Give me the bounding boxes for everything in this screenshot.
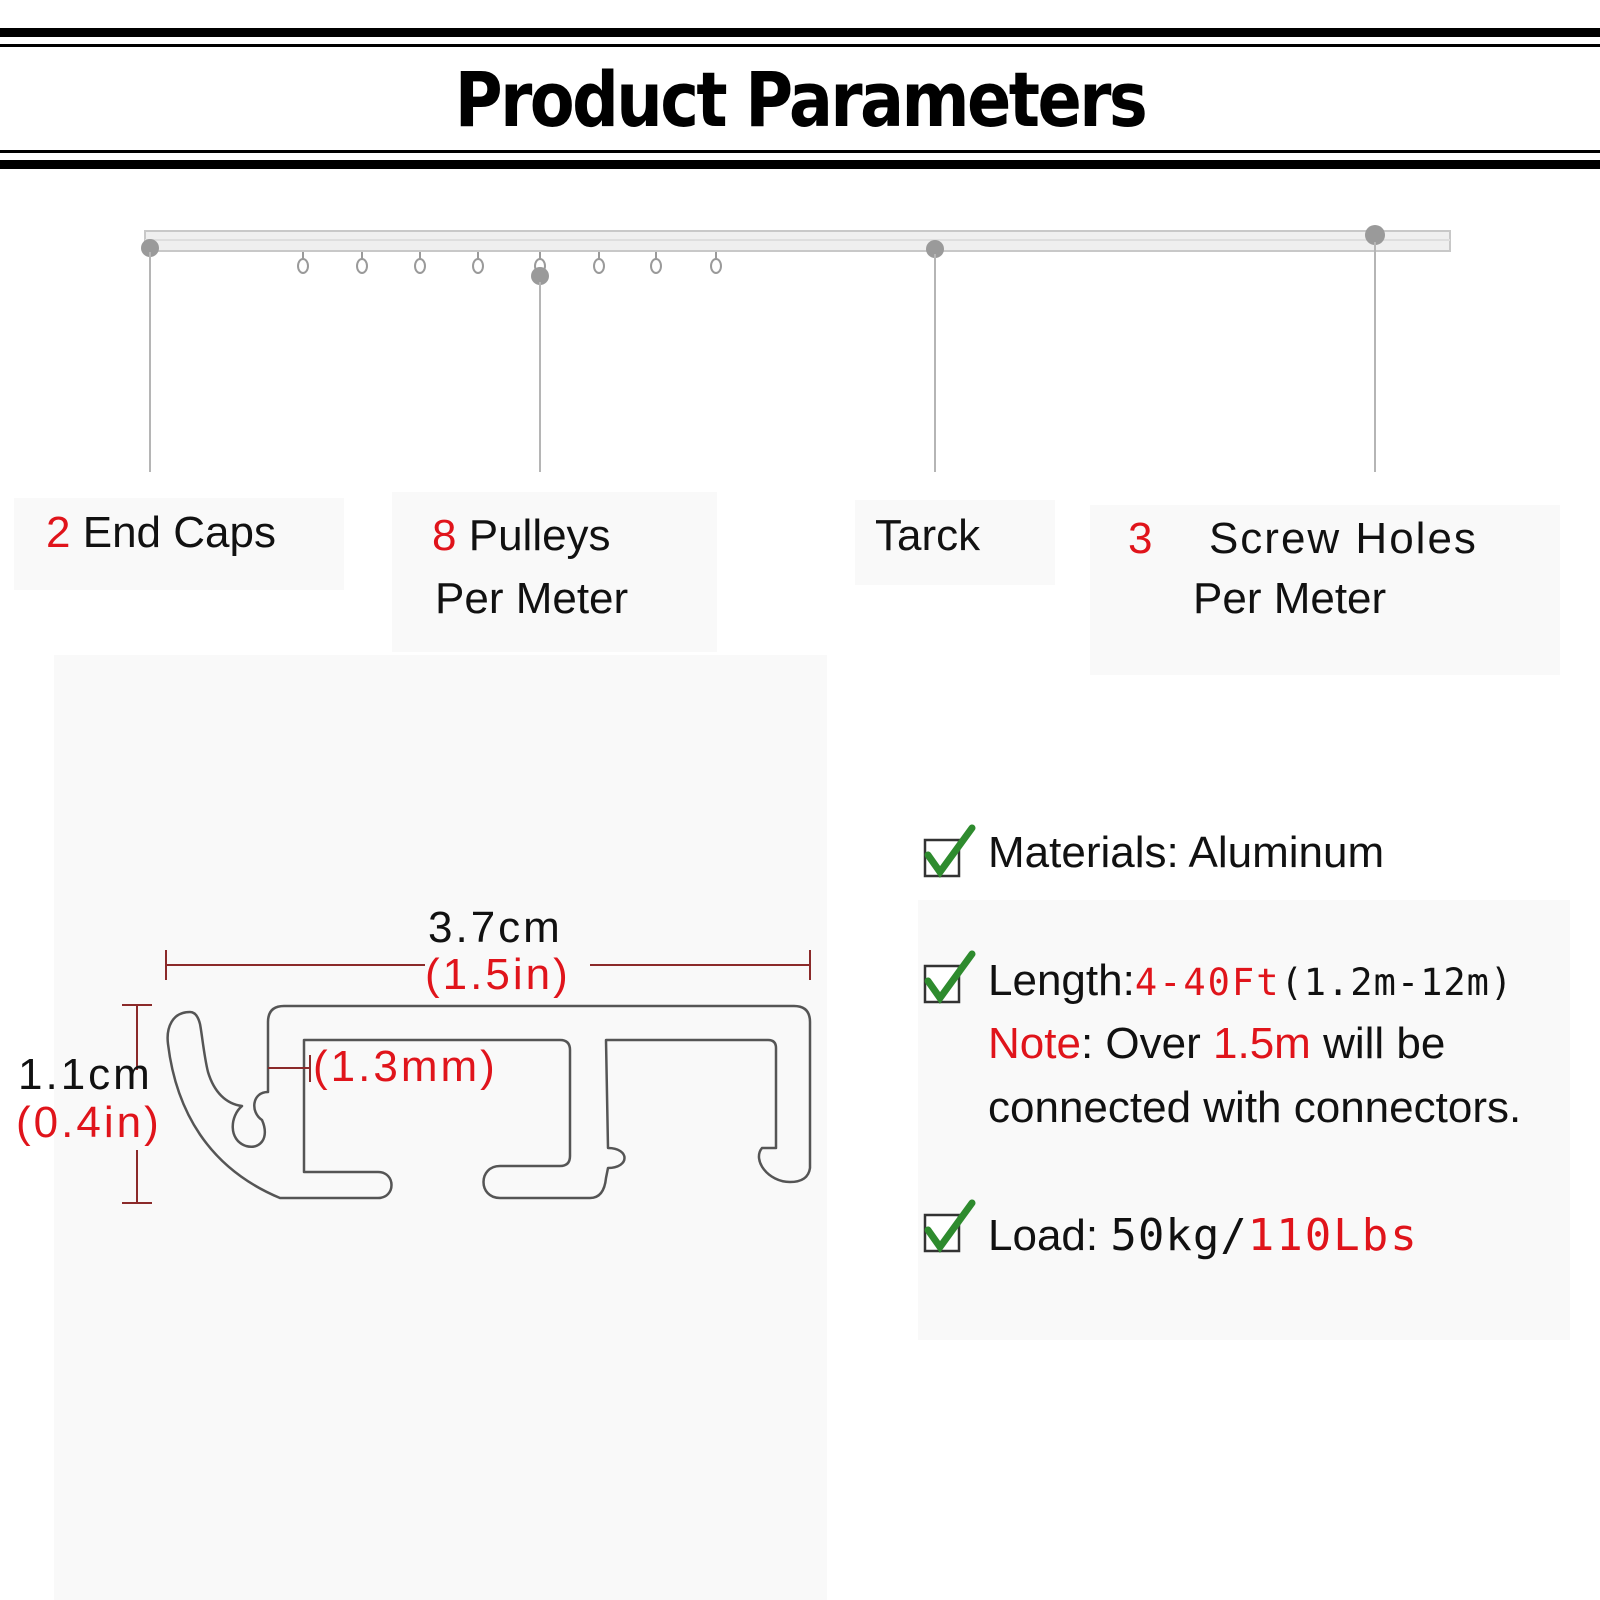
checkbox-check-icon [923, 950, 976, 1005]
callout-screw-holes-line2: Per Meter [1193, 574, 1387, 623]
header-rule-top-thick [0, 28, 1600, 37]
callout-panel-pulleys [392, 492, 717, 652]
spec-length-m: (1.2m-12m) [1280, 961, 1514, 1004]
dimension-height-line [122, 1004, 152, 1204]
callout-track: Tarck [875, 511, 981, 560]
callout-pulleys-line2: Per Meter [435, 574, 629, 623]
dimension-thickness: (1.3mm) [313, 1042, 498, 1091]
spec-note-rest: will be [1323, 1019, 1446, 1068]
spec-materials-label: Materials: [988, 828, 1179, 877]
spec-length-label: Length: [988, 956, 1135, 1005]
header-rule-bottom-thin [0, 150, 1600, 153]
background-panel-profile [54, 655, 827, 1600]
checkbox-check-icon [923, 1199, 976, 1254]
spec-note-label: Note [988, 1019, 1081, 1068]
spec-length: Length:4-40Ft(1.2m-12m) [988, 950, 1513, 1014]
spec-note-value: 1.5m [1213, 1019, 1311, 1068]
pulley-marker [531, 267, 549, 285]
track-profile-drawing [166, 1004, 812, 1200]
callout-text: End Caps [82, 508, 276, 557]
dimension-width-cm: 3.7cm [428, 903, 563, 952]
spec-materials-value: Aluminum [1188, 828, 1385, 877]
callout-screw-holes: 3 Screw Holes [1128, 508, 1478, 570]
callout-pulleys: 8 Pulleys [432, 505, 611, 567]
checkbox-check-icon [923, 824, 976, 879]
screw-hole-marker [1365, 225, 1385, 245]
spec-load: Load: 50kg/110Lbs [988, 1205, 1419, 1267]
page-title: Product Parameters [454, 55, 1148, 144]
track-marker [926, 240, 944, 258]
callout-panel-track [855, 500, 1055, 585]
spec-note-colon: : [1080, 1019, 1094, 1068]
end-cap-marker [141, 239, 159, 257]
spec-load-label: Load: [988, 1211, 1099, 1260]
spec-note: Note: Over 1.5m will be [988, 1013, 1445, 1075]
spec-length-ft: 4-40Ft [1134, 961, 1281, 1004]
dimension-thickness-line [268, 1055, 311, 1082]
callout-panel-end-caps [14, 498, 344, 590]
callout-number: 2 [46, 508, 71, 557]
pulley-icon [650, 252, 662, 274]
background-panel-specs [918, 900, 1570, 1340]
dimension-width-in: (1.5in) [425, 950, 571, 999]
callout-number: 8 [432, 511, 457, 560]
pulley-icon [356, 252, 368, 274]
spec-load-lbs: 110Lbs [1247, 1210, 1419, 1261]
dimension-height-cm: 1.1cm [18, 1050, 153, 1099]
spec-note-over: Over [1105, 1019, 1201, 1068]
callout-panel-screw-holes [1090, 505, 1560, 675]
header-rule-top-thin [0, 44, 1600, 47]
callout-text: Pulleys [468, 511, 611, 560]
pulleys-group [297, 252, 722, 274]
dimension-height-in: (0.4in) [16, 1098, 162, 1147]
pulley-icon [472, 252, 484, 274]
spec-note-line2: connected with connectors. [988, 1083, 1522, 1132]
pulley-icon [593, 252, 605, 274]
spec-load-kg: 50kg/ [1110, 1210, 1248, 1261]
callout-end-caps: 2 End Caps [46, 502, 276, 564]
header-rule-bottom-thick [0, 160, 1600, 169]
callout-number: 3 [1128, 514, 1155, 563]
spec-materials: Materials: Aluminum [988, 822, 1384, 884]
dimension-width-line [165, 950, 811, 980]
pulley-icon [414, 252, 426, 274]
callout-text: Screw Holes [1208, 514, 1478, 563]
leader-lines [149, 242, 1376, 472]
pulley-icon [297, 252, 309, 274]
pulley-icon [710, 252, 722, 274]
